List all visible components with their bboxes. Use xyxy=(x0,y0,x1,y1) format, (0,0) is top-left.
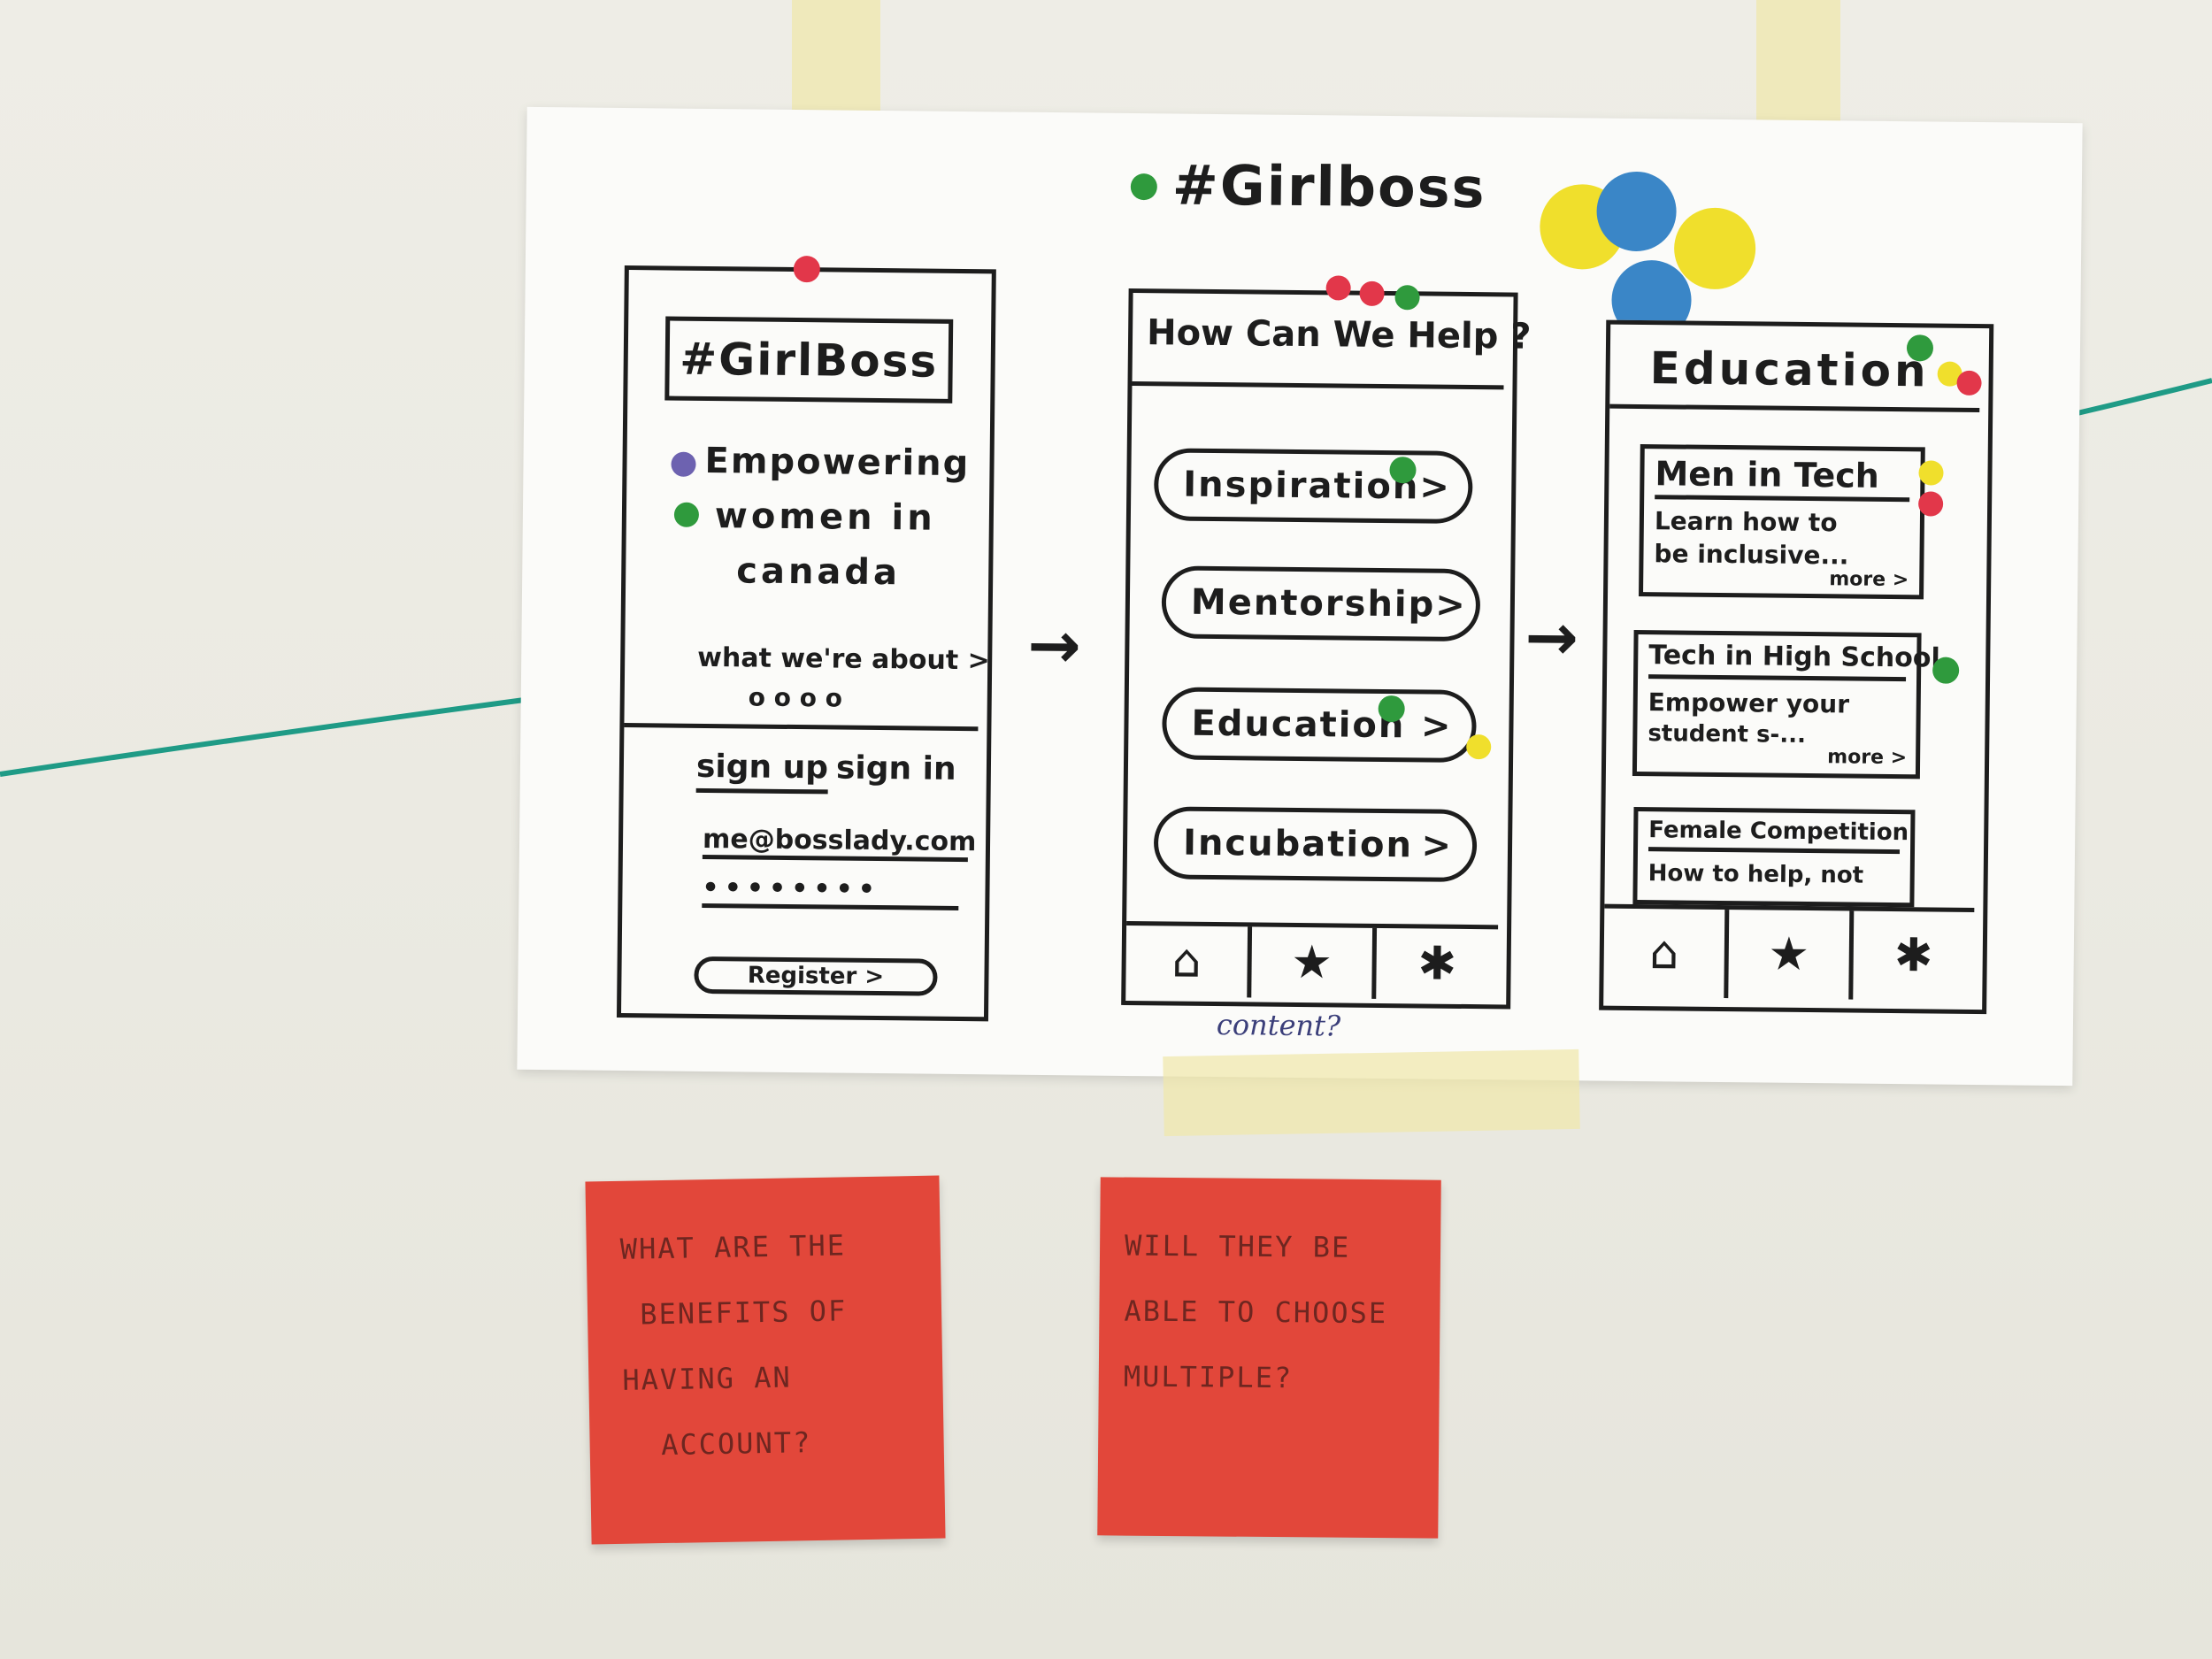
sticky-note: WILL THEY BE ABLE TO CHOOSE MULTIPLE? xyxy=(1097,1177,1441,1539)
sticky-note-text: WILL THEY BE ABLE TO CHOOSE MULTIPLE? xyxy=(1123,1228,1388,1395)
header-divider xyxy=(1609,403,1980,413)
card-body: How to help, not xyxy=(1647,860,1864,889)
home-tab[interactable]: ⌂ xyxy=(1603,908,1730,999)
sticker-blue xyxy=(1596,171,1678,252)
header-divider xyxy=(1132,381,1504,390)
more-link[interactable]: more > xyxy=(1829,568,1909,592)
home-tab[interactable]: ⌂ xyxy=(1125,925,1252,998)
card-body: student s-... xyxy=(1647,720,1807,749)
sticker-yellow xyxy=(1466,733,1492,760)
option-education[interactable]: Education > xyxy=(1162,687,1477,764)
option-inspiration[interactable]: Inspiration > xyxy=(1153,448,1473,525)
about-link[interactable]: what we're about > xyxy=(697,641,990,677)
sticker-green xyxy=(1932,657,1960,684)
flow-arrow-icon: → xyxy=(1525,599,1579,675)
chevron-right-icon: > xyxy=(1435,584,1466,626)
email-field[interactable]: me@bosslady.com xyxy=(702,823,977,863)
content-card[interactable]: Female Competition How to help, not xyxy=(1632,806,1916,908)
settings-tab[interactable]: ✱ xyxy=(1853,911,1974,1001)
gear-icon: ✱ xyxy=(1417,937,1457,991)
screen-heading: Education xyxy=(1649,342,1930,397)
sticker-green xyxy=(1378,695,1405,723)
option-mentorship[interactable]: Mentorship > xyxy=(1161,565,1481,642)
tape-bottom xyxy=(1163,1048,1580,1137)
card-title: Tech in High School xyxy=(1648,640,1940,682)
chevron-right-icon: > xyxy=(1420,705,1451,747)
tagline-line-1: Empowering xyxy=(704,440,971,485)
logo-text: #GirlBoss xyxy=(680,333,939,388)
favorites-tab[interactable]: ★ xyxy=(1250,926,1378,999)
option-incubation[interactable]: Incubation > xyxy=(1153,806,1478,883)
star-icon: ★ xyxy=(1768,927,1810,982)
tab-sign-in[interactable]: sign in xyxy=(835,749,956,787)
sticker-green xyxy=(1906,334,1934,362)
sticker-red xyxy=(1359,280,1385,306)
flow-arrow-icon: → xyxy=(1026,607,1082,683)
page-indicator: o o o o xyxy=(748,682,843,713)
option-label: Incubation xyxy=(1182,822,1414,866)
more-link[interactable]: more > xyxy=(1827,746,1908,770)
card-body: be inclusive... xyxy=(1654,539,1849,571)
sticker-yellow xyxy=(1918,460,1944,486)
screen-heading: How Can We Help ? xyxy=(1146,312,1532,357)
divider xyxy=(624,723,979,732)
favorites-tab[interactable]: ★ xyxy=(1728,910,1855,1000)
tagline-line-3: canada xyxy=(736,550,902,594)
tab-bar: ⌂ ★ ✱ xyxy=(1125,920,1499,1001)
card-title: Men in Tech xyxy=(1655,454,1910,503)
home-icon: ⌂ xyxy=(1648,926,1679,980)
sticker-red xyxy=(1325,275,1351,301)
password-field[interactable]: •••••••• xyxy=(702,872,959,910)
option-label: Education xyxy=(1191,703,1406,747)
card-title: Female Competition xyxy=(1648,817,1909,855)
wireframe-education-screen: Education Men in Tech Learn how to be in… xyxy=(1599,319,1994,1015)
wireframe-help-screen: How Can We Help ? Inspiration > Mentorsh… xyxy=(1121,275,1532,1010)
tab-sign-up[interactable]: sign up xyxy=(695,748,829,795)
paper-sheet: #Girlboss #GirlBoss Empowering women in … xyxy=(517,106,2083,1087)
tagline-line-2: women in xyxy=(714,495,936,539)
sticky-note-text: WHAT ARE THE BENEFITS OF HAVING AN ACCOU… xyxy=(619,1228,848,1463)
star-icon: ★ xyxy=(1291,935,1333,990)
tab-bar: ⌂ ★ ✱ xyxy=(1603,903,1975,1001)
home-icon: ⌂ xyxy=(1171,934,1202,988)
content-card[interactable]: Tech in High School Empower your student… xyxy=(1632,629,1940,780)
sticker-green xyxy=(1130,173,1157,201)
annotation-content: content? xyxy=(1216,1008,1341,1043)
logo-box: #GirlBoss xyxy=(664,316,954,403)
card-body: Empower your xyxy=(1647,687,1850,719)
sticker-yellow xyxy=(1673,207,1756,290)
wireframe-signup-screen: #GirlBoss Empowering women in canada wha… xyxy=(616,255,996,1022)
sticky-note: WHAT ARE THE BENEFITS OF HAVING AN ACCOU… xyxy=(585,1175,946,1545)
sticker-green xyxy=(673,502,700,527)
sticker-red xyxy=(1917,491,1944,517)
card-body: Learn how to xyxy=(1654,506,1838,538)
sticker-green xyxy=(1389,457,1417,484)
register-button[interactable]: Register > xyxy=(694,956,938,996)
sticker-red xyxy=(793,255,820,283)
sheet-title: #Girlboss xyxy=(1171,152,1486,221)
register-label: Register > xyxy=(747,962,885,991)
sticker-purple xyxy=(671,451,696,477)
gear-icon: ✱ xyxy=(1893,929,1933,983)
content-card[interactable]: Men in Tech Learn how to be inclusive...… xyxy=(1639,444,1925,600)
settings-tab[interactable]: ✱ xyxy=(1377,928,1499,1000)
sticker-green xyxy=(1394,285,1420,311)
sticker-red xyxy=(1956,370,1982,396)
option-label: Inspiration xyxy=(1183,464,1420,508)
option-label: Mentorship xyxy=(1190,581,1436,626)
chevron-right-icon: > xyxy=(1419,466,1450,508)
chevron-right-icon: > xyxy=(1421,825,1452,866)
